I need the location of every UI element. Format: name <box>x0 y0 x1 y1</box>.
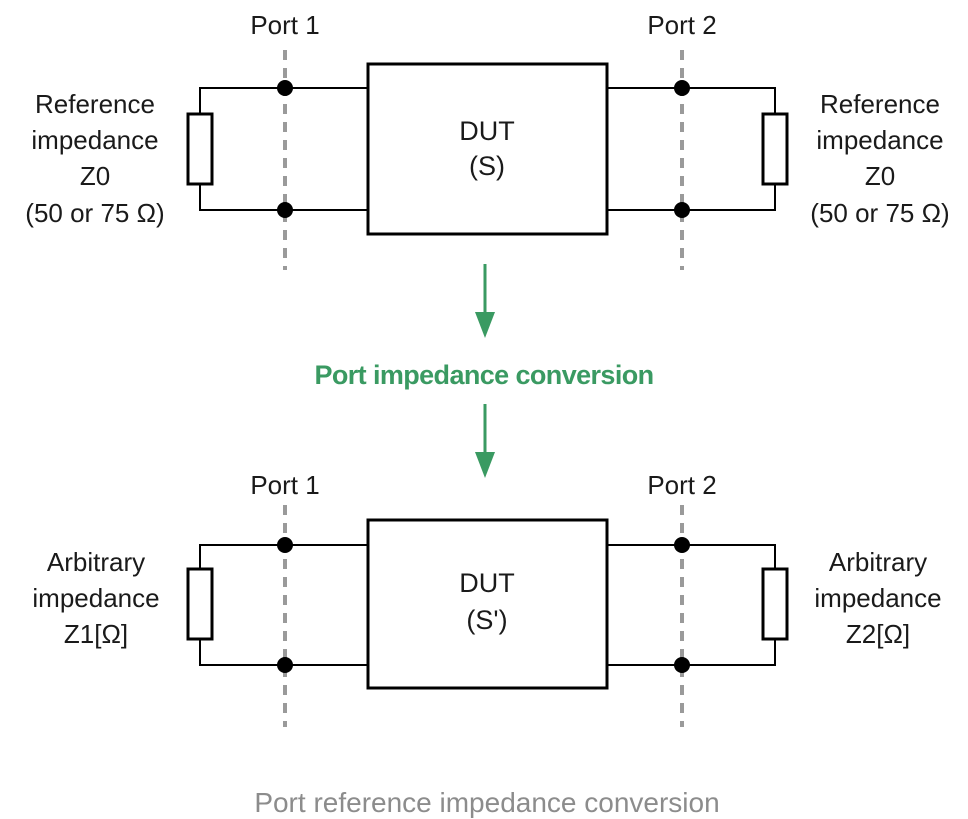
bottom-left-lower-wire <box>199 639 368 666</box>
bottom-left-upper-wire <box>199 544 368 570</box>
top-dut-box <box>366 62 609 236</box>
bottom-dut-matrix: (S') <box>466 605 507 635</box>
top-right-impedance-line2: impedance <box>816 125 943 155</box>
bottom-port2-lower-node <box>674 657 690 673</box>
bottom-port2-label: Port 2 <box>647 470 716 500</box>
lower-arrow-head <box>475 452 495 478</box>
bottom-right-upper-wire <box>607 544 776 570</box>
top-left-impedance-line2: impedance <box>31 125 158 155</box>
top-right-lower-wire <box>607 184 776 211</box>
bottom-dut-title: DUT <box>459 568 515 598</box>
diagram-caption: Port reference impedance conversion <box>254 787 719 818</box>
bottom-port1-lower-node <box>277 657 293 673</box>
bottom-left-impedance-line3: Z1[Ω] <box>64 619 128 649</box>
top-port1-upper-node <box>277 80 293 96</box>
top-circuit: Port 1 Port 2 DUT (S) Reference impedanc… <box>25 10 950 270</box>
bottom-right-resistor <box>761 567 789 641</box>
top-port1-lower-node <box>277 202 293 218</box>
bottom-right-lower-wire <box>607 639 776 666</box>
bottom-right-impedance-line2: impedance <box>814 583 941 613</box>
top-left-lower-wire <box>199 184 368 211</box>
top-left-impedance-line4: (50 or 75 Ω) <box>25 198 164 228</box>
top-port2-upper-node <box>674 80 690 96</box>
conversion-step: Port impedance conversion <box>314 264 654 478</box>
bottom-circuit: Port 1 Port 2 DUT (S') Arbitrary impedan… <box>32 470 942 727</box>
bottom-left-resistor <box>186 567 214 641</box>
bottom-dut-box <box>366 518 609 690</box>
conversion-label: Port impedance conversion <box>314 360 653 390</box>
top-right-upper-wire <box>607 87 776 115</box>
top-port1-label: Port 1 <box>250 10 319 40</box>
top-left-resistor <box>186 112 214 186</box>
bottom-right-impedance-line3: Z2[Ω] <box>846 619 910 649</box>
top-left-upper-wire <box>199 87 368 118</box>
top-left-impedance-line3: Z0 <box>80 161 110 191</box>
bottom-port1-upper-node <box>277 537 293 553</box>
top-port2-lower-node <box>674 202 690 218</box>
top-right-impedance-line4: (50 or 75 Ω) <box>810 198 949 228</box>
bottom-left-impedance-line2: impedance <box>32 583 159 613</box>
top-dut-matrix: (S) <box>469 151 505 181</box>
upper-arrow-head <box>475 312 495 338</box>
top-left-impedance-line1: Reference <box>35 89 155 119</box>
top-right-resistor <box>761 112 789 186</box>
bottom-left-impedance-line1: Arbitrary <box>47 547 145 577</box>
top-dut-title: DUT <box>459 116 515 146</box>
bottom-port1-label: Port 1 <box>250 470 319 500</box>
bottom-right-impedance-line1: Arbitrary <box>829 547 927 577</box>
top-right-impedance-line3: Z0 <box>865 161 895 191</box>
top-port2-label: Port 2 <box>647 10 716 40</box>
top-right-impedance-line1: Reference <box>820 89 940 119</box>
bottom-port2-upper-node <box>674 537 690 553</box>
